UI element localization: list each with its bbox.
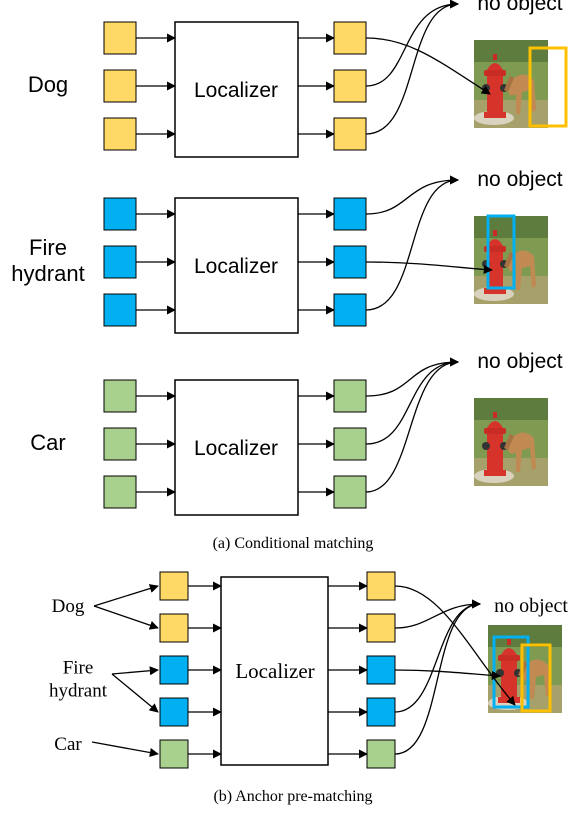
output-query <box>333 379 367 413</box>
scene-photo <box>474 214 548 304</box>
row-label: Car <box>30 430 65 455</box>
scene-photo <box>488 625 562 713</box>
localizer-box <box>220 576 329 766</box>
input-query <box>103 475 137 509</box>
localizer-label: Localizer <box>235 659 314 683</box>
no-object-arrow <box>365 357 459 493</box>
output-query <box>366 655 396 685</box>
match-arrow <box>365 37 491 95</box>
no-object-label: no object <box>477 0 562 15</box>
output-query <box>333 197 367 231</box>
input-query <box>159 697 189 727</box>
localizer-box <box>174 197 299 334</box>
no-object-arrow <box>394 599 481 755</box>
output-query <box>333 69 367 103</box>
output-query <box>333 293 367 327</box>
row-label: Dog <box>52 596 85 617</box>
input-query <box>103 117 137 151</box>
scene-photo <box>474 398 548 486</box>
caption-a: (a) Conditional matching <box>213 535 374 552</box>
panel-a-row-1: Dog Localizer no object <box>28 0 568 158</box>
output-query <box>366 697 396 727</box>
output-query <box>333 245 367 279</box>
no-object-arrow <box>365 175 459 311</box>
input-query <box>103 293 137 327</box>
no-object-arrow <box>365 357 459 445</box>
dog_box-bbox <box>528 46 568 128</box>
input-query <box>159 655 189 685</box>
no-object-arrow <box>365 0 459 87</box>
hydrant_box-bbox <box>486 214 516 290</box>
row-label: Car <box>54 734 82 755</box>
no-object-arrow <box>365 357 459 397</box>
arrow <box>93 584 159 607</box>
scene-photo <box>474 40 568 128</box>
input-query <box>159 739 189 769</box>
localizer-box <box>174 21 299 158</box>
no-object-label: no object <box>494 595 568 617</box>
no-object-arrow <box>365 175 459 215</box>
row-label: Dog <box>28 72 68 97</box>
arrow <box>111 673 159 713</box>
output-query <box>333 475 367 509</box>
no-object-label: no object <box>477 168 562 191</box>
no-object-arrow <box>394 599 481 629</box>
input-query <box>103 379 137 413</box>
localizer-label: Localizer <box>194 437 278 460</box>
no-object-arrow <box>365 0 459 135</box>
input-query <box>103 245 137 279</box>
input-query <box>103 69 137 103</box>
localizer-label: Localizer <box>194 79 278 102</box>
input-query <box>103 21 137 55</box>
photo-dog-hydrant-icon <box>474 398 548 486</box>
output-query <box>333 427 367 461</box>
panel-a-row-3: Car Localizer no object <box>30 350 563 516</box>
input-query <box>103 197 137 231</box>
output-query <box>366 739 396 769</box>
output-query <box>366 613 396 643</box>
photo-dog-hydrant-icon <box>474 40 548 128</box>
match-arrow <box>394 669 501 680</box>
output-query <box>366 571 396 601</box>
input-query <box>159 571 189 601</box>
no-object-label: no object <box>477 350 562 373</box>
caption-b: (b) Anchor pre-matching <box>213 788 372 805</box>
match-arrow <box>394 585 516 706</box>
input-query <box>103 427 137 461</box>
photo-dog-hydrant-icon <box>474 216 548 304</box>
match-arrow <box>365 261 493 275</box>
input-query <box>159 613 189 643</box>
output-query <box>333 117 367 151</box>
output-query <box>333 21 367 55</box>
localizer-box <box>174 379 299 516</box>
arrow <box>93 605 159 630</box>
dog_box-bbox <box>520 643 552 713</box>
arrow <box>91 741 159 758</box>
no-object-arrow <box>394 599 481 713</box>
arrow <box>111 666 159 676</box>
localizer-label: Localizer <box>194 255 278 278</box>
